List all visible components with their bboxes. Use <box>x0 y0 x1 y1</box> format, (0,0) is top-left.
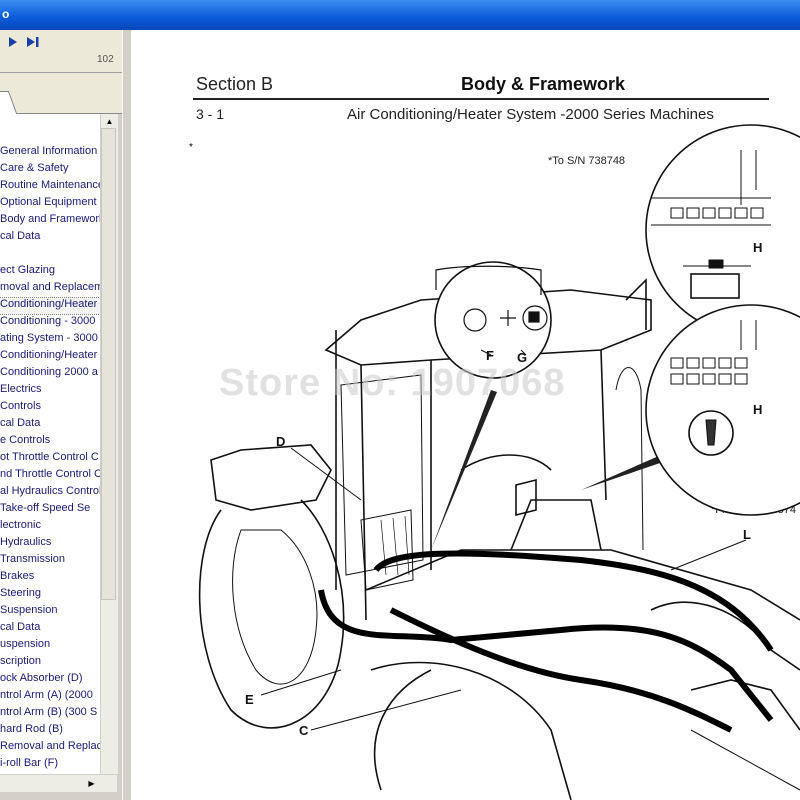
tree-item[interactable]: ating System - 3000 <box>0 332 98 344</box>
callout-h-lower: H <box>753 402 763 417</box>
bullet-mark: * <box>189 142 193 153</box>
tractor-diagram <box>198 124 800 800</box>
tree-item[interactable]: Conditioning 2000 a <box>0 366 98 378</box>
window-titlebar: o <box>0 0 800 30</box>
scroll-up-icon[interactable]: ▲ <box>105 117 114 126</box>
callout-g: G <box>517 350 528 365</box>
tree-item[interactable]: Suspension <box>0 604 58 616</box>
note-to-serial: *To S/N 738748 <box>548 155 626 167</box>
tree-item[interactable]: ect Glazing <box>0 264 56 276</box>
tree-item[interactable]: Steering <box>0 587 41 599</box>
tree-item[interactable]: lectronic <box>0 519 41 531</box>
nav-tab-strip <box>0 73 122 114</box>
tree-item[interactable]: Conditioning/Heater <box>0 297 100 315</box>
tree-item[interactable]: hard Rod (B) <box>0 723 63 735</box>
tree-item[interactable]: al Hydraulics Control <box>0 485 100 497</box>
tree-item[interactable]: Controls <box>0 400 41 412</box>
tree-item[interactable] <box>0 247 100 263</box>
tree-item[interactable]: ntrol Arm (A) (2000 <box>0 689 93 701</box>
ac-hoses <box>318 550 774 733</box>
tree-item[interactable]: ntrol Arm (B) (300 S <box>0 706 98 718</box>
header-rule <box>193 98 769 100</box>
callout-e: E <box>245 692 254 707</box>
tree-item[interactable]: Transmission <box>0 553 65 565</box>
callout-d: D <box>276 434 286 449</box>
tree-item[interactable]: Conditioning/Heater <box>0 349 98 361</box>
last-page-icon[interactable] <box>26 34 40 50</box>
page-reference: 3 - 1 <box>196 106 225 122</box>
next-page-icon[interactable] <box>6 34 20 50</box>
tree-item[interactable]: cal Data <box>0 621 41 633</box>
section-label: Section B <box>196 74 274 94</box>
tree-item[interactable]: General Information <box>0 145 98 157</box>
tree-item[interactable]: Removal and Replace <box>0 740 100 752</box>
tree-item[interactable]: Hydraulics <box>0 536 52 548</box>
page-subtitle: Air Conditioning/Heater System -2000 Ser… <box>347 106 714 123</box>
tree-item[interactable]: cal Data <box>0 417 41 429</box>
tree-horizontal-scrollbar[interactable]: ▶ <box>0 774 117 792</box>
section-title: Body & Framework <box>461 74 626 94</box>
document-page: Section B Body & Framework 3 - 1 Air Con… <box>131 30 800 800</box>
tree-item[interactable]: Optional Equipment <box>0 196 97 208</box>
tree-item[interactable]: moval and Replacement <box>0 281 100 293</box>
tree-item[interactable]: scription <box>0 655 41 667</box>
callout-h-upper: H <box>753 240 763 255</box>
tree-scroll-thumb[interactable] <box>101 128 116 600</box>
window-title: o <box>2 7 10 21</box>
instrument-inset-upper <box>645 124 800 336</box>
tree-item[interactable]: Electrics <box>0 383 42 395</box>
pointer-spray <box>581 455 663 490</box>
callout-l: L <box>743 527 751 542</box>
tree-item[interactable]: ock Absorber (D) <box>0 672 83 684</box>
contents-tab[interactable] <box>0 91 18 114</box>
tree-item[interactable]: ot Throttle Control C <box>0 451 99 463</box>
pointer-line <box>431 390 497 550</box>
page-number: 102 <box>97 54 114 65</box>
watermark: Store No: 1907068 <box>219 362 566 404</box>
tree-item[interactable]: Care & Safety <box>0 162 69 174</box>
tree-item[interactable]: Routine Maintenance <box>0 179 100 191</box>
callout-c: C <box>299 723 309 738</box>
tree-item[interactable]: Conditioning - 3000 <box>0 315 96 327</box>
control-panel-inset <box>434 261 552 379</box>
callout-f: F <box>486 348 494 363</box>
tree-item[interactable]: uspension <box>0 638 51 650</box>
instrument-inset-lower <box>645 304 800 516</box>
toolbar: 102 <box>0 30 122 73</box>
tree-item[interactable]: i-roll Bar (F) <box>0 757 59 769</box>
tree-item[interactable]: e Controls <box>0 434 51 446</box>
tree-item[interactable]: cal Data <box>0 230 41 242</box>
scroll-right-icon[interactable]: ▶ <box>88 779 95 788</box>
tree-item[interactable]: Body and Framework <box>0 213 100 225</box>
tree-item[interactable]: Brakes <box>0 570 35 582</box>
tree-item[interactable]: Take-off Speed Se <box>0 502 91 514</box>
tractor-illustration <box>198 278 800 800</box>
tree-item[interactable]: nd Throttle Control C <box>0 468 100 480</box>
